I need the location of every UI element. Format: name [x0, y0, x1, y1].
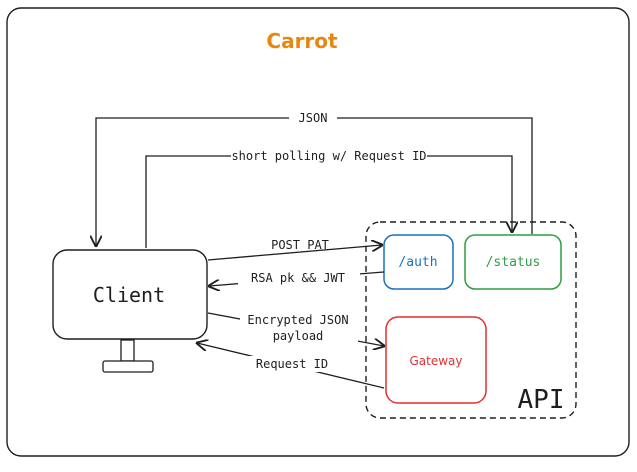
api-container: [365, 221, 577, 419]
post-pat-arrow: [207, 245, 382, 261]
auth-box: [383, 234, 454, 290]
short-polling-arrow: [145, 155, 512, 248]
api-label: API: [518, 385, 565, 415]
client-label: Client: [93, 283, 165, 307]
json-label: JSON: [299, 111, 328, 125]
diagram-title: Carrot: [266, 29, 338, 53]
encrypted-label-line2: payload: [273, 329, 324, 343]
status-box: [464, 234, 562, 290]
encrypted-label-line1: Encrypted JSON: [247, 313, 348, 327]
request-id-label: Request ID: [256, 357, 328, 371]
outer-frame: [6, 7, 630, 457]
client-stand-base: [102, 360, 154, 373]
post-pat-label: POST PAT: [271, 238, 329, 252]
auth-label: /auth: [398, 255, 437, 270]
client-box: [52, 249, 208, 340]
status-label: /status: [486, 255, 541, 270]
gateway-box: [385, 316, 487, 404]
json-arrow: [96, 117, 533, 246]
gateway-label: Gateway: [409, 354, 462, 368]
rsa-jwt-label: RSA pk && JWT: [251, 271, 345, 285]
short-polling-label: short polling w/ Request ID: [231, 149, 426, 163]
client-stand-neck: [120, 339, 135, 362]
